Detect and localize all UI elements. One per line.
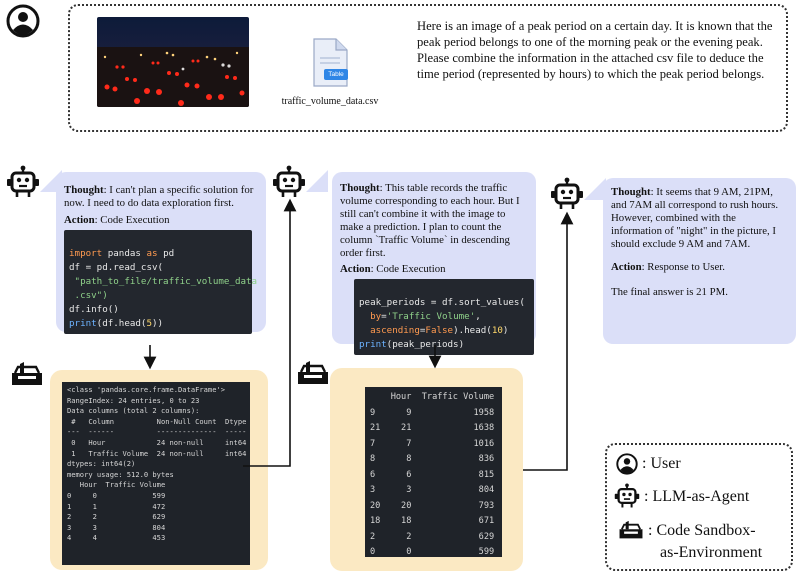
action-text: Action: Code Execution — [340, 263, 446, 275]
output-line: dtypes: int64(2) — [67, 459, 136, 469]
legend-environment-label-1: : Code Sandbox- — [648, 522, 756, 539]
sandbox-icon — [298, 361, 328, 384]
output-line: 0 Hour 24 non-null int64 — [67, 437, 247, 447]
final-answer-text: The final answer is 21 PM. — [611, 286, 728, 298]
output-line: 21 21 1638 — [370, 423, 495, 433]
output-line: 18 18 671 — [370, 516, 495, 526]
user-query-text: Here is an image of a peak period on a c… — [417, 19, 773, 81]
output-line: 9 9 1958 — [370, 407, 495, 418]
code-block-2: peak_periods = df.sort_values( by='Traff… — [354, 279, 534, 355]
legend-agent-label: : LLM-as-Agent — [644, 488, 750, 505]
thought-text: Thought: I can't plan a specific solutio… — [64, 184, 254, 209]
output-line: 7 7 1016 — [370, 438, 495, 449]
csv-file-name[interactable]: traffic_volume_data.csv — [281, 96, 379, 107]
csv-file-icon — [313, 38, 348, 87]
output-line: 0 0 599 — [370, 547, 495, 557]
legend-box — [605, 443, 793, 571]
output-line: <class 'pandas.core.frame.DataFrame'> — [67, 385, 226, 394]
output-line: 6 6 815 — [370, 469, 495, 480]
output-line: 1 Traffic Volume 24 non-null int64 — [67, 448, 247, 458]
output-line: 3 3 804 — [67, 522, 166, 532]
output-line: Hour Traffic Volume — [67, 480, 166, 490]
user-query-box — [68, 4, 788, 132]
output-line: 2 2 629 — [370, 531, 495, 542]
robot-icon — [7, 165, 39, 197]
robot-icon — [614, 483, 640, 508]
user-avatar-icon — [616, 453, 638, 475]
bubble-tail — [306, 170, 328, 192]
legend-user-label: : User — [642, 455, 681, 472]
sandbox-icon — [619, 520, 643, 539]
robot-icon — [551, 177, 583, 209]
csv-file-badge: Table — [328, 71, 344, 78]
action-text: Action: Response to User. — [611, 261, 725, 273]
output-line: 0 0 599 — [67, 490, 166, 500]
output-line: 3 3 804 — [370, 485, 495, 495]
traffic-jam-image — [97, 17, 249, 107]
output-line: --- ------ -------------- ----- — [67, 427, 247, 437]
user-avatar-icon — [6, 4, 40, 38]
robot-icon — [273, 165, 305, 197]
execution-output-2: Hour Traffic Volume 9 9 1958 21 21 1638 7 7… — [365, 387, 502, 557]
action-text: Action: Code Execution — [64, 214, 170, 226]
thought-bubble-3: Thought: It seems that 9 AM, 21PM, and 7… — [603, 178, 796, 344]
output-line: Hour Traffic Volume — [370, 392, 495, 402]
thought-text: Thought: This table records the traffic … — [340, 182, 520, 259]
output-line: 2 2 629 — [67, 512, 166, 522]
arrow-sandbox-2-to-agent-3 — [523, 211, 574, 471]
execution-output-1: <class 'pandas.core.frame.DataFrame'>Ran… — [62, 382, 250, 565]
output-line: 20 20 793 — [370, 500, 495, 511]
sandbox-icon — [12, 362, 42, 385]
output-line: Data columns (total 2 columns): — [67, 406, 200, 416]
output-line: 4 4 453 — [67, 533, 166, 543]
thought-bubble-2: Thought: This table records the traffic … — [332, 172, 536, 355]
legend-environment-label-2: as-Environment — [660, 544, 763, 561]
output-line: 1 1 472 — [67, 501, 166, 511]
output-line: memory usage: 512.0 bytes — [67, 469, 174, 479]
thought-bubble-1: Thought: I can't plan a specific solutio… — [56, 172, 266, 334]
code-block-1: import pandas as pd df = pd.read_csv( "p… — [64, 230, 257, 334]
thought-text: Thought: It seems that 9 AM, 21PM, and 7… — [611, 186, 779, 250]
output-line: RangeIndex: 24 entries, 0 to 23 — [67, 395, 200, 405]
arrow-sandbox-1-to-agent-2 — [243, 198, 297, 467]
bubble-tail — [584, 178, 606, 200]
output-line: # Column Non-Null Count Dtype — [67, 416, 247, 426]
output-line: 8 8 836 — [370, 454, 495, 464]
